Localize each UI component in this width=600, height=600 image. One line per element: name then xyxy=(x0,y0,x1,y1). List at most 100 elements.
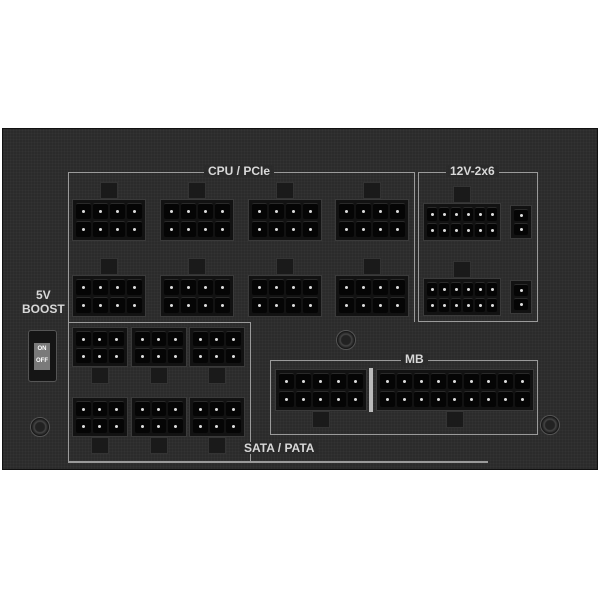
mb-label: MB xyxy=(401,353,428,365)
pin xyxy=(215,203,230,219)
12v-2x6-port[interactable] xyxy=(423,203,501,241)
pin xyxy=(373,297,388,313)
pin xyxy=(463,207,473,221)
pin xyxy=(209,401,225,416)
sata-port[interactable] xyxy=(131,327,187,367)
pin xyxy=(151,401,167,416)
connector-latch xyxy=(100,258,118,275)
cpu-pcie-port[interactable] xyxy=(335,275,409,317)
pin xyxy=(279,373,295,389)
sense-port[interactable] xyxy=(510,280,532,314)
pin xyxy=(92,348,108,363)
pin xyxy=(193,401,208,416)
pin xyxy=(380,391,395,407)
connector-latch xyxy=(312,411,330,428)
pin xyxy=(181,279,196,295)
cpu-pcie-port[interactable] xyxy=(248,275,322,317)
cpu-pcie-port[interactable] xyxy=(335,199,409,241)
pin xyxy=(451,207,461,221)
sata-port[interactable] xyxy=(72,397,128,437)
sata-port[interactable] xyxy=(131,397,187,437)
pin xyxy=(390,297,405,313)
cpu-pcie-port[interactable] xyxy=(72,199,146,241)
pin xyxy=(92,418,108,433)
pin xyxy=(127,279,142,295)
pin xyxy=(463,223,473,237)
pin xyxy=(498,373,514,389)
connector-latch xyxy=(150,367,168,384)
connector-latch xyxy=(188,182,206,199)
pin xyxy=(487,223,497,237)
sata-port[interactable] xyxy=(189,397,245,437)
mb-18pin-port[interactable] xyxy=(376,369,534,411)
pin xyxy=(515,373,530,389)
pin xyxy=(168,331,183,346)
pin xyxy=(252,221,267,237)
pin xyxy=(481,391,497,407)
pin xyxy=(209,331,225,346)
pin xyxy=(356,221,371,237)
pin xyxy=(339,297,354,313)
pin xyxy=(451,223,461,237)
pin xyxy=(514,298,528,310)
pin xyxy=(373,279,388,295)
pin xyxy=(330,373,346,389)
cpu-pcie-port[interactable] xyxy=(72,275,146,317)
connector-latch xyxy=(453,261,471,278)
sata-port[interactable] xyxy=(189,327,245,367)
pin xyxy=(373,221,388,237)
sata-port[interactable] xyxy=(72,327,128,367)
pin xyxy=(296,391,312,407)
pin xyxy=(498,391,514,407)
pin xyxy=(193,331,208,346)
pin xyxy=(413,391,429,407)
pin xyxy=(164,221,179,237)
pin xyxy=(313,391,329,407)
pin xyxy=(514,284,528,296)
pin xyxy=(439,223,449,237)
pin xyxy=(76,297,91,313)
cpu-pcie-port[interactable] xyxy=(248,199,322,241)
pin xyxy=(109,418,124,433)
pin xyxy=(380,373,395,389)
pin xyxy=(226,418,241,433)
pin xyxy=(313,373,329,389)
pin xyxy=(226,331,241,346)
pin xyxy=(151,418,167,433)
pin xyxy=(215,297,230,313)
pin xyxy=(151,331,167,346)
pin xyxy=(373,203,388,219)
pin xyxy=(226,401,241,416)
pin xyxy=(356,203,371,219)
sense-port[interactable] xyxy=(510,205,532,239)
sata-pata-label: SATA / PATA xyxy=(240,442,319,454)
5v-boost-switch[interactable]: ON OFF xyxy=(28,330,57,382)
pin xyxy=(339,279,354,295)
pin xyxy=(93,279,108,295)
pin xyxy=(475,298,485,312)
pin xyxy=(109,401,124,416)
pin xyxy=(181,203,196,219)
cpu-pcie-port[interactable] xyxy=(160,199,234,241)
mb-10pin-port[interactable] xyxy=(275,369,367,411)
pin xyxy=(109,348,124,363)
pin xyxy=(209,348,225,363)
pin xyxy=(279,391,295,407)
pin xyxy=(430,391,446,407)
pin xyxy=(76,221,91,237)
pin xyxy=(356,297,371,313)
pin xyxy=(93,297,108,313)
12v-2x6-port[interactable] xyxy=(423,278,501,316)
pin xyxy=(286,203,301,219)
sata-divider xyxy=(68,461,488,463)
pin xyxy=(464,391,480,407)
pin xyxy=(93,203,108,219)
cpu-pcie-port[interactable] xyxy=(160,275,234,317)
pin xyxy=(339,203,354,219)
pin xyxy=(76,331,91,346)
pin xyxy=(390,203,405,219)
switch-rocker[interactable]: ON OFF xyxy=(34,343,50,370)
mb-connector-divider xyxy=(369,368,373,412)
pin xyxy=(303,221,318,237)
pin xyxy=(427,223,437,237)
